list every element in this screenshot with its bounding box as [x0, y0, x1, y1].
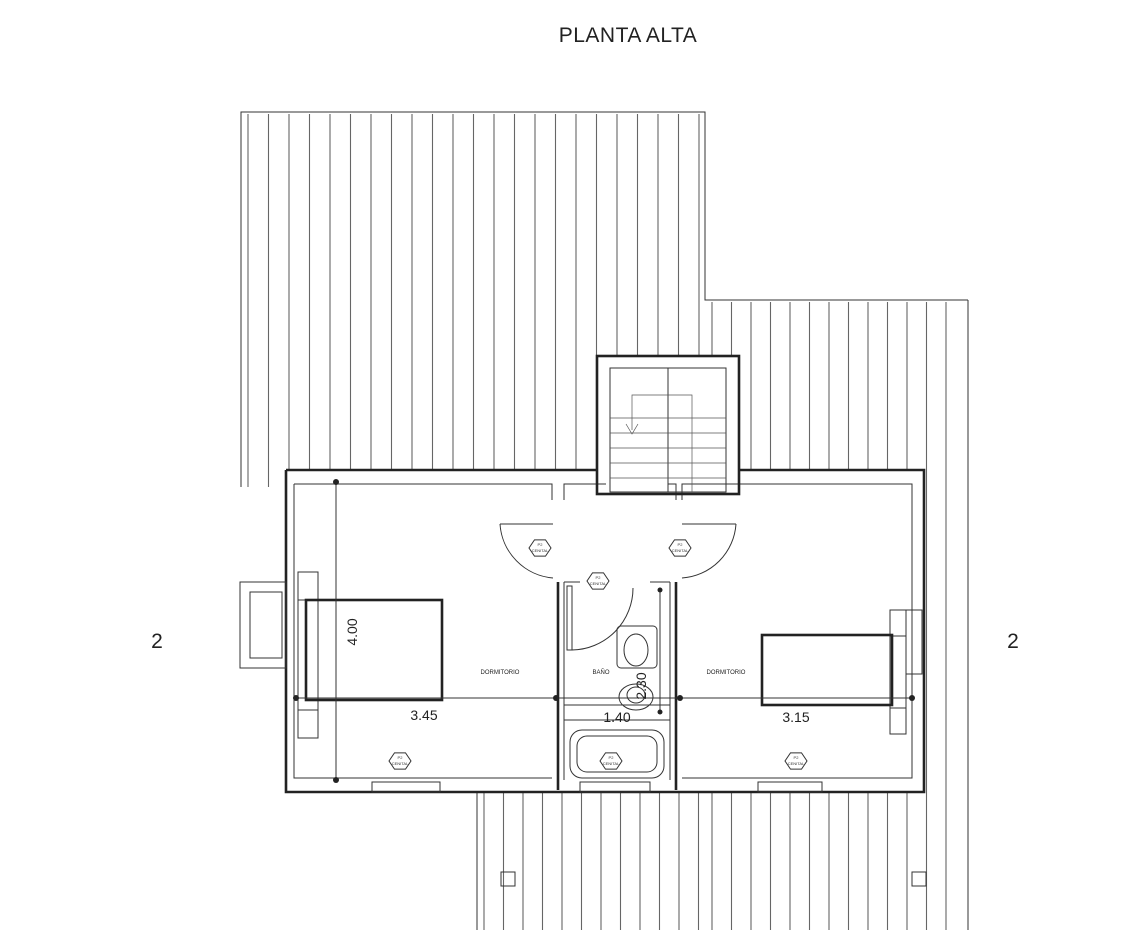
dimension-bathroom-width: 1.40 [603, 709, 630, 725]
dimension-bathroom-depth: 2.30 [633, 672, 649, 699]
dimension-lines [293, 479, 915, 783]
dimension-right-room-width: 3.15 [782, 709, 809, 725]
section-marker-right: 2 [1007, 630, 1019, 653]
room-label-bedroom-left: DORMITORIO [481, 670, 520, 676]
light-tag-text: CENITAL [392, 761, 409, 766]
plan-title: PLANTA ALTA [559, 24, 698, 47]
light-tag-code: P2 [609, 755, 615, 760]
light-tag-code: P2 [794, 755, 800, 760]
light-tag-text: CENITAL [788, 761, 805, 766]
exterior-walls [284, 468, 926, 794]
dimension-left-room-width: 3.45 [410, 707, 437, 723]
right-bed [760, 633, 894, 707]
column-left [500, 871, 516, 887]
light-tag-code: P2 [538, 542, 544, 547]
left-bed [304, 598, 444, 702]
light-tag-text: CENITAL [590, 581, 607, 586]
section-marker-left: 2 [151, 630, 163, 653]
floor-slab [286, 470, 924, 792]
bathroom-fixtures [569, 625, 665, 779]
dimension-left-room-height: 4.00 [344, 618, 360, 645]
staircase [595, 354, 741, 496]
doors [499, 523, 737, 651]
interior-walls [556, 581, 678, 790]
room-label-bathroom: BAÑO [592, 669, 609, 676]
light-tag-code: P2 [398, 755, 404, 760]
light-tag-code: P2 [678, 542, 684, 547]
light-tag-code: P2 [596, 575, 602, 580]
room-label-bedroom-right: DORMITORIO [707, 670, 746, 676]
right-window-bay [889, 609, 923, 735]
light-tag-text: CENITAL [532, 548, 549, 553]
light-tag-text: CENITAL [672, 548, 689, 553]
light-tag-text: CENITAL [603, 761, 620, 766]
light-fixtures: P2CENITALP2CENITALP2CENITALP2CENITALP2CE… [388, 539, 808, 770]
roof-hatch-lower [483, 792, 700, 930]
roof-outline [240, 111, 969, 930]
bottom-windows [371, 781, 823, 793]
column-right [911, 871, 927, 887]
